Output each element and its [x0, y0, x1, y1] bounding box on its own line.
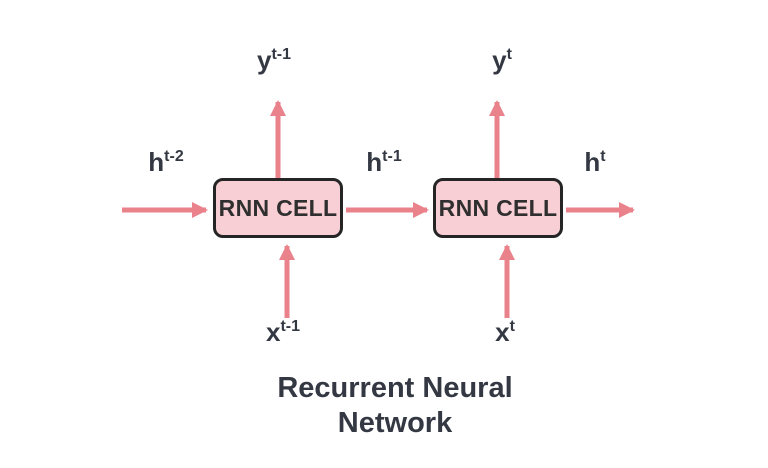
label-h-t-1: ht-1	[366, 147, 402, 180]
label-y-t-sup: t	[506, 46, 512, 63]
diagram-title-line1: Recurrent Neural	[277, 372, 513, 404]
label-y-t-1: yt-1	[256, 45, 292, 78]
label-x-t-sup: t	[509, 318, 515, 335]
label-h-t-1-base: h	[366, 147, 383, 177]
label-x-t-1: xt-1	[265, 317, 301, 350]
label-y-t: yt	[492, 45, 512, 78]
label-y-t-1-sup: t-1	[271, 46, 292, 63]
rnn-cell-curr-label: RNN CELL	[438, 194, 558, 221]
label-h-t: ht	[584, 147, 606, 180]
label-h-t-sup: t	[600, 148, 606, 165]
label-h-t-2-sup: t-2	[164, 148, 184, 165]
label-h-t-base: h	[584, 147, 601, 177]
label-h-t-2-base: h	[148, 147, 165, 177]
rnn-cell-prev-label: RNN CELL	[218, 194, 338, 221]
rnn-cell-prev: RNN CELL	[213, 178, 343, 238]
diagram-title: Recurrent Neural Network	[277, 371, 512, 441]
label-x-t-1-sup: t-1	[280, 318, 301, 335]
label-x-t-base: x	[495, 317, 510, 347]
label-h-t-1-sup: t-1	[382, 148, 402, 165]
label-x-t: xt	[495, 317, 515, 350]
label-y-t-1-base: y	[256, 45, 272, 75]
label-h-t-2: ht-2	[148, 147, 184, 180]
label-x-t-1-base: x	[265, 317, 281, 347]
label-y-t-base: y	[492, 45, 507, 75]
rnn-cell-curr: RNN CELL	[433, 178, 563, 238]
diagram-title-line2: Network	[337, 407, 453, 439]
